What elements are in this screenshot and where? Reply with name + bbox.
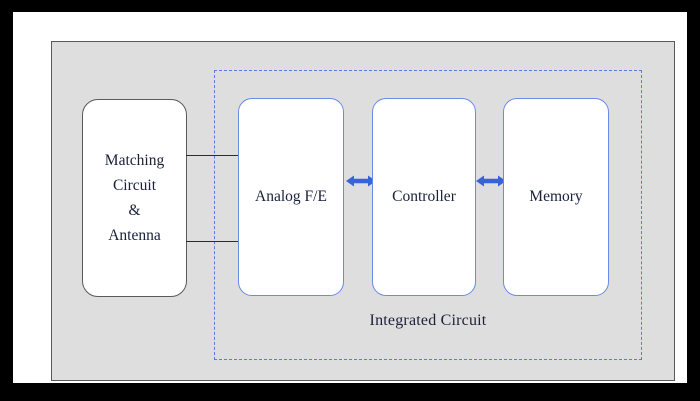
figure-white-mat: Integrated Circuit Matching Circuit & An… [13,12,687,383]
diagram-panel: Integrated Circuit Matching Circuit & An… [51,41,675,381]
controller-memory-bidirectional-arrow [476,173,506,189]
matching-circuit-antenna-block: Matching Circuit & Antenna [82,99,187,297]
matching-line-2: Circuit [112,176,157,194]
memory-block: Memory [503,98,609,296]
controller-block: Controller [372,98,476,296]
antenna-to-afe-upper-line [186,155,240,156]
matching-line-4: Antenna [108,227,161,245]
matching-line-1: Matching [104,151,165,169]
analog-front-end-block: Analog F/E [238,98,344,296]
afe-controller-bidirectional-arrow [346,173,376,189]
integrated-circuit-label: Integrated Circuit [369,312,487,329]
antenna-to-afe-lower-line [186,241,240,242]
matching-line-3: & [128,202,141,219]
integrated-circuit-boundary [214,70,642,360]
